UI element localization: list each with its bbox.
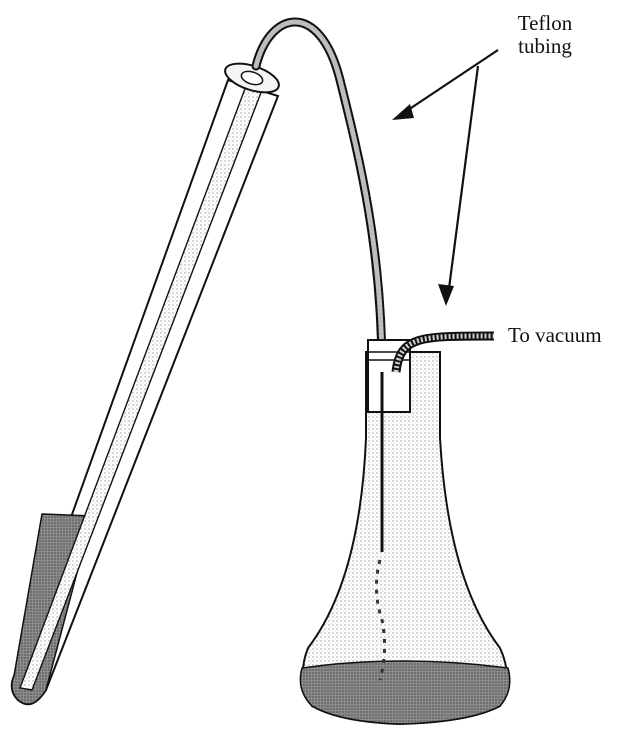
inner-tubing <box>20 86 262 690</box>
to-vacuum-label: To vacuum <box>508 324 602 347</box>
volumetric-flask <box>300 340 509 724</box>
teflon-label-line2: tubing <box>500 35 590 58</box>
teflon-label-line1: Teflon <box>500 12 590 35</box>
flask-liquid <box>300 661 509 724</box>
teflon-tubing <box>256 22 382 372</box>
test-tube <box>12 58 283 704</box>
label-arrows <box>392 50 498 306</box>
teflon-tubing-label: Teflon tubing <box>500 12 590 58</box>
